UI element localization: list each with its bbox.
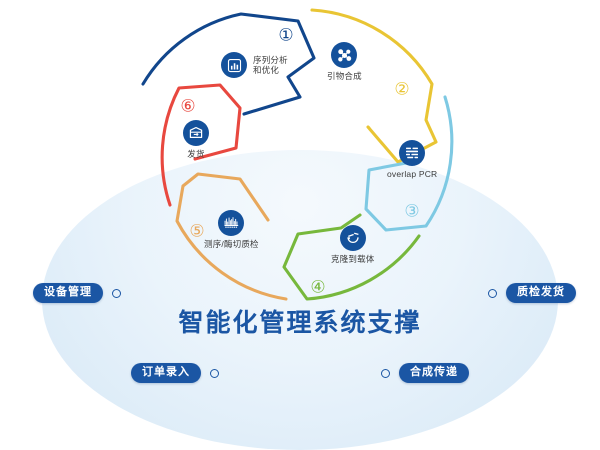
- package-box-icon: [183, 120, 209, 146]
- step-label-1: 序列分析 和优化: [253, 54, 288, 75]
- step-number-1: ①: [278, 26, 293, 45]
- pill-label: 合成传递: [399, 363, 469, 383]
- background-dome-shape: [42, 150, 558, 450]
- molecule-icon: [331, 42, 358, 68]
- plasmid-icon: [339, 225, 366, 251]
- ring-segment-5[interactable]: [175, 172, 288, 301]
- step-node-3[interactable]: overlap PCR: [387, 140, 437, 179]
- ring-segment-3[interactable]: [364, 95, 454, 232]
- step-label-2: 引物合成: [327, 71, 362, 81]
- pill-synthesis-transfer[interactable]: 合成传递: [381, 363, 469, 383]
- step-label-3: overlap PCR: [387, 169, 438, 179]
- pill-connector-dot: [488, 288, 497, 298]
- pill-equipment-management[interactable]: 设备管理: [33, 283, 121, 303]
- ring-segment-4[interactable]: [282, 213, 421, 301]
- ring-segment-1[interactable]: [141, 12, 316, 116]
- pill-label: 设备管理: [33, 283, 103, 303]
- step-node-5[interactable]: 测序/酶切质检: [204, 210, 259, 249]
- step-label-4: 克隆到载体: [331, 254, 375, 264]
- infographic-canvas: ① ② ③ ④ ⑤ ⑥ 序列分析 和优化: [33, 8, 576, 450]
- step-node-4[interactable]: 克隆到载体: [331, 225, 375, 264]
- ring-segment-6[interactable]: [160, 83, 242, 207]
- step-number-4: ④: [310, 278, 325, 297]
- ring-segment-2[interactable]: [310, 8, 438, 164]
- step-label-6: 发货: [187, 149, 205, 159]
- step-node-2[interactable]: 引物合成: [327, 42, 362, 81]
- step-number-3: ③: [404, 202, 419, 221]
- pill-label: 订单录入: [131, 363, 201, 383]
- pill-label: 质检发货: [506, 283, 576, 303]
- bar-chart-icon: [221, 52, 247, 78]
- step-node-6[interactable]: 发货: [183, 120, 209, 159]
- pill-connector-dot: [112, 288, 121, 298]
- step-number-6: ⑥: [180, 97, 195, 116]
- pill-connector-dot: [210, 368, 219, 378]
- pill-connector-dot: [381, 368, 390, 378]
- pill-qc-shipping[interactable]: 质检发货: [488, 283, 576, 303]
- step-number-5: ⑤: [189, 222, 204, 241]
- step-number-2: ②: [394, 80, 409, 99]
- page-title: 智能化管理系统支撑: [178, 309, 422, 337]
- pill-order-entry[interactable]: 订单录入: [131, 363, 219, 383]
- gel-bands-icon: [399, 140, 426, 166]
- step-node-1[interactable]: 序列分析 和优化: [221, 52, 288, 78]
- chromatogram-icon: [218, 210, 245, 236]
- process-ring-diagram: ① ② ③ ④ ⑤ ⑥: [141, 8, 454, 301]
- step-label-5: 测序/酶切质检: [204, 239, 259, 249]
